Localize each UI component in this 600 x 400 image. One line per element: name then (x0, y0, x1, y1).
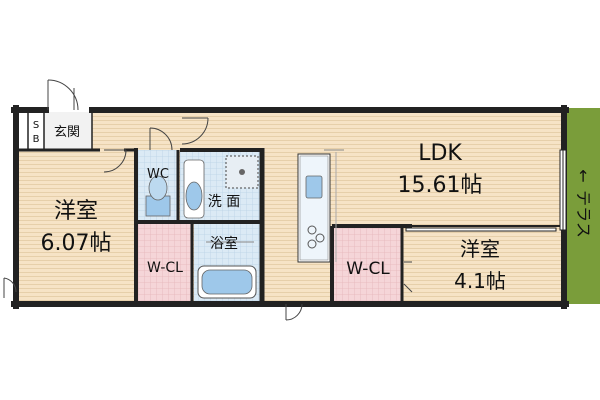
western-right-size: 4.1帖 (454, 269, 506, 293)
windows (405, 149, 567, 232)
western-left-size: 6.07帖 (41, 231, 112, 256)
wc-door (149, 127, 173, 151)
washbasin (183, 159, 205, 219)
ldk-bottom-door (285, 303, 303, 321)
entrance-floor (44, 112, 92, 150)
shoe-box-bottom-label: B (33, 134, 40, 145)
wc-label: WC (147, 167, 169, 182)
shoe-box-top-label: S (33, 120, 39, 131)
ldk-size: 15.61帖 (398, 173, 483, 198)
wcl-right-label: W-CL (346, 259, 390, 279)
shoe-box-floor (28, 112, 44, 150)
interior-walls (18, 112, 562, 304)
entrance-label: 玄関 (54, 125, 80, 140)
terrace-area (566, 108, 600, 304)
kitchen-counter (297, 149, 344, 263)
wcl-left-floor (138, 224, 192, 302)
western-left-door (103, 149, 127, 173)
western-right-name: 洋室 (460, 237, 500, 261)
entrance-door (47, 79, 79, 111)
washing-machine-pan (225, 155, 259, 189)
ldk-name: LDK (418, 141, 462, 166)
bathtub (197, 241, 257, 299)
wcl-left-label: W-CL (147, 260, 183, 276)
terrace-arrow: ← (574, 169, 593, 182)
washroom-label: 洗 面 (208, 194, 240, 210)
western-left-floor (18, 150, 136, 302)
terrace-name: テラス (574, 190, 593, 238)
western-right-floor (404, 228, 562, 302)
wcl-right-floor (334, 228, 402, 302)
left-side-door (3, 277, 17, 298)
terrace-label: ← テラス (574, 169, 593, 238)
washroom-door (181, 117, 209, 145)
toilet (145, 175, 171, 217)
western-right-door (403, 261, 413, 293)
western-left-name: 洋室 (54, 199, 98, 224)
outer-walls (11, 105, 569, 309)
bathroom-label: 浴室 (210, 235, 238, 252)
